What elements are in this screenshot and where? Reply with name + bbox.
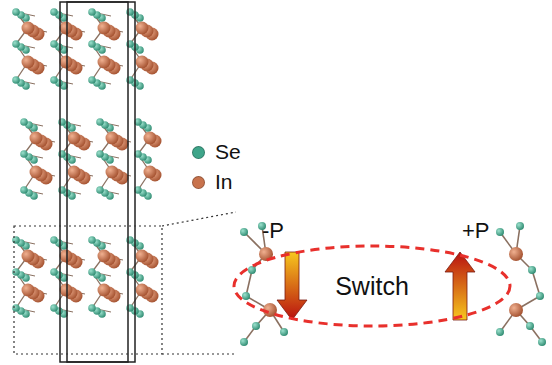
atom <box>50 268 58 276</box>
atom <box>496 328 504 336</box>
zoom-line <box>162 353 236 354</box>
atom <box>12 236 20 244</box>
unit-cell <box>60 2 128 362</box>
atom <box>88 268 96 276</box>
atom <box>60 22 73 35</box>
atom <box>538 338 546 346</box>
atom <box>242 292 250 300</box>
atom <box>536 292 544 300</box>
atom <box>50 304 58 312</box>
atom <box>96 186 104 194</box>
legend-swatch <box>192 176 205 189</box>
atom <box>50 76 58 84</box>
atom <box>136 56 149 69</box>
atom <box>509 303 523 317</box>
atom <box>136 250 149 263</box>
unit-cell <box>67 2 135 362</box>
atom <box>60 56 73 69</box>
zoom-structure <box>496 222 546 346</box>
atom <box>144 132 157 145</box>
atom <box>509 247 523 261</box>
atom <box>20 118 28 126</box>
atom <box>496 228 504 236</box>
atom <box>98 284 111 297</box>
bond-line <box>532 270 540 296</box>
atom <box>98 250 111 263</box>
atom <box>50 236 58 244</box>
atom <box>22 56 35 69</box>
atom <box>12 8 20 16</box>
atom <box>12 304 20 312</box>
atom <box>240 338 248 346</box>
atom <box>88 76 96 84</box>
polarization-label: -P <box>262 218 284 244</box>
node-text: Switch <box>335 272 409 301</box>
switch-ellipse: Switch <box>232 244 512 328</box>
atom <box>22 22 35 35</box>
legend-entry: Se <box>192 140 241 164</box>
atom <box>20 150 28 158</box>
atom <box>526 322 534 330</box>
legend-text: In <box>215 170 233 194</box>
bond-line <box>246 270 252 296</box>
legend-swatch <box>192 146 205 159</box>
atom <box>96 118 104 126</box>
atom <box>88 40 96 48</box>
atom <box>60 250 73 263</box>
atom <box>528 266 536 274</box>
atom <box>22 250 35 263</box>
atom <box>30 132 43 145</box>
atom <box>30 166 43 179</box>
atom <box>106 166 119 179</box>
atom <box>50 8 58 16</box>
atom <box>50 40 58 48</box>
atom <box>98 56 111 69</box>
atom <box>12 40 20 48</box>
atom <box>60 284 73 297</box>
atom <box>136 22 149 35</box>
atoms <box>12 8 161 318</box>
atom <box>252 322 260 330</box>
atom <box>248 266 256 274</box>
legend-text: Se <box>215 140 241 164</box>
bond-lines <box>16 12 150 312</box>
atom <box>88 236 96 244</box>
zoom-box <box>14 226 162 354</box>
zoom-line <box>162 212 236 226</box>
atom <box>12 268 20 276</box>
polarization-label: +P <box>462 218 490 244</box>
atom <box>144 166 157 179</box>
atom <box>20 186 28 194</box>
atom <box>280 328 288 336</box>
atom <box>88 304 96 312</box>
atom <box>240 228 248 236</box>
atom <box>88 8 96 16</box>
polarization-arrow <box>277 252 307 320</box>
atom <box>22 284 35 297</box>
atom <box>106 132 119 145</box>
atom <box>98 22 111 35</box>
atom <box>68 166 81 179</box>
atom <box>516 222 524 230</box>
atom <box>68 132 81 145</box>
atom <box>96 150 104 158</box>
ellipse-outline <box>234 246 510 326</box>
polarization-arrow <box>445 252 475 320</box>
atom <box>12 76 20 84</box>
atom <box>136 284 149 297</box>
legend-entry: In <box>192 170 233 194</box>
